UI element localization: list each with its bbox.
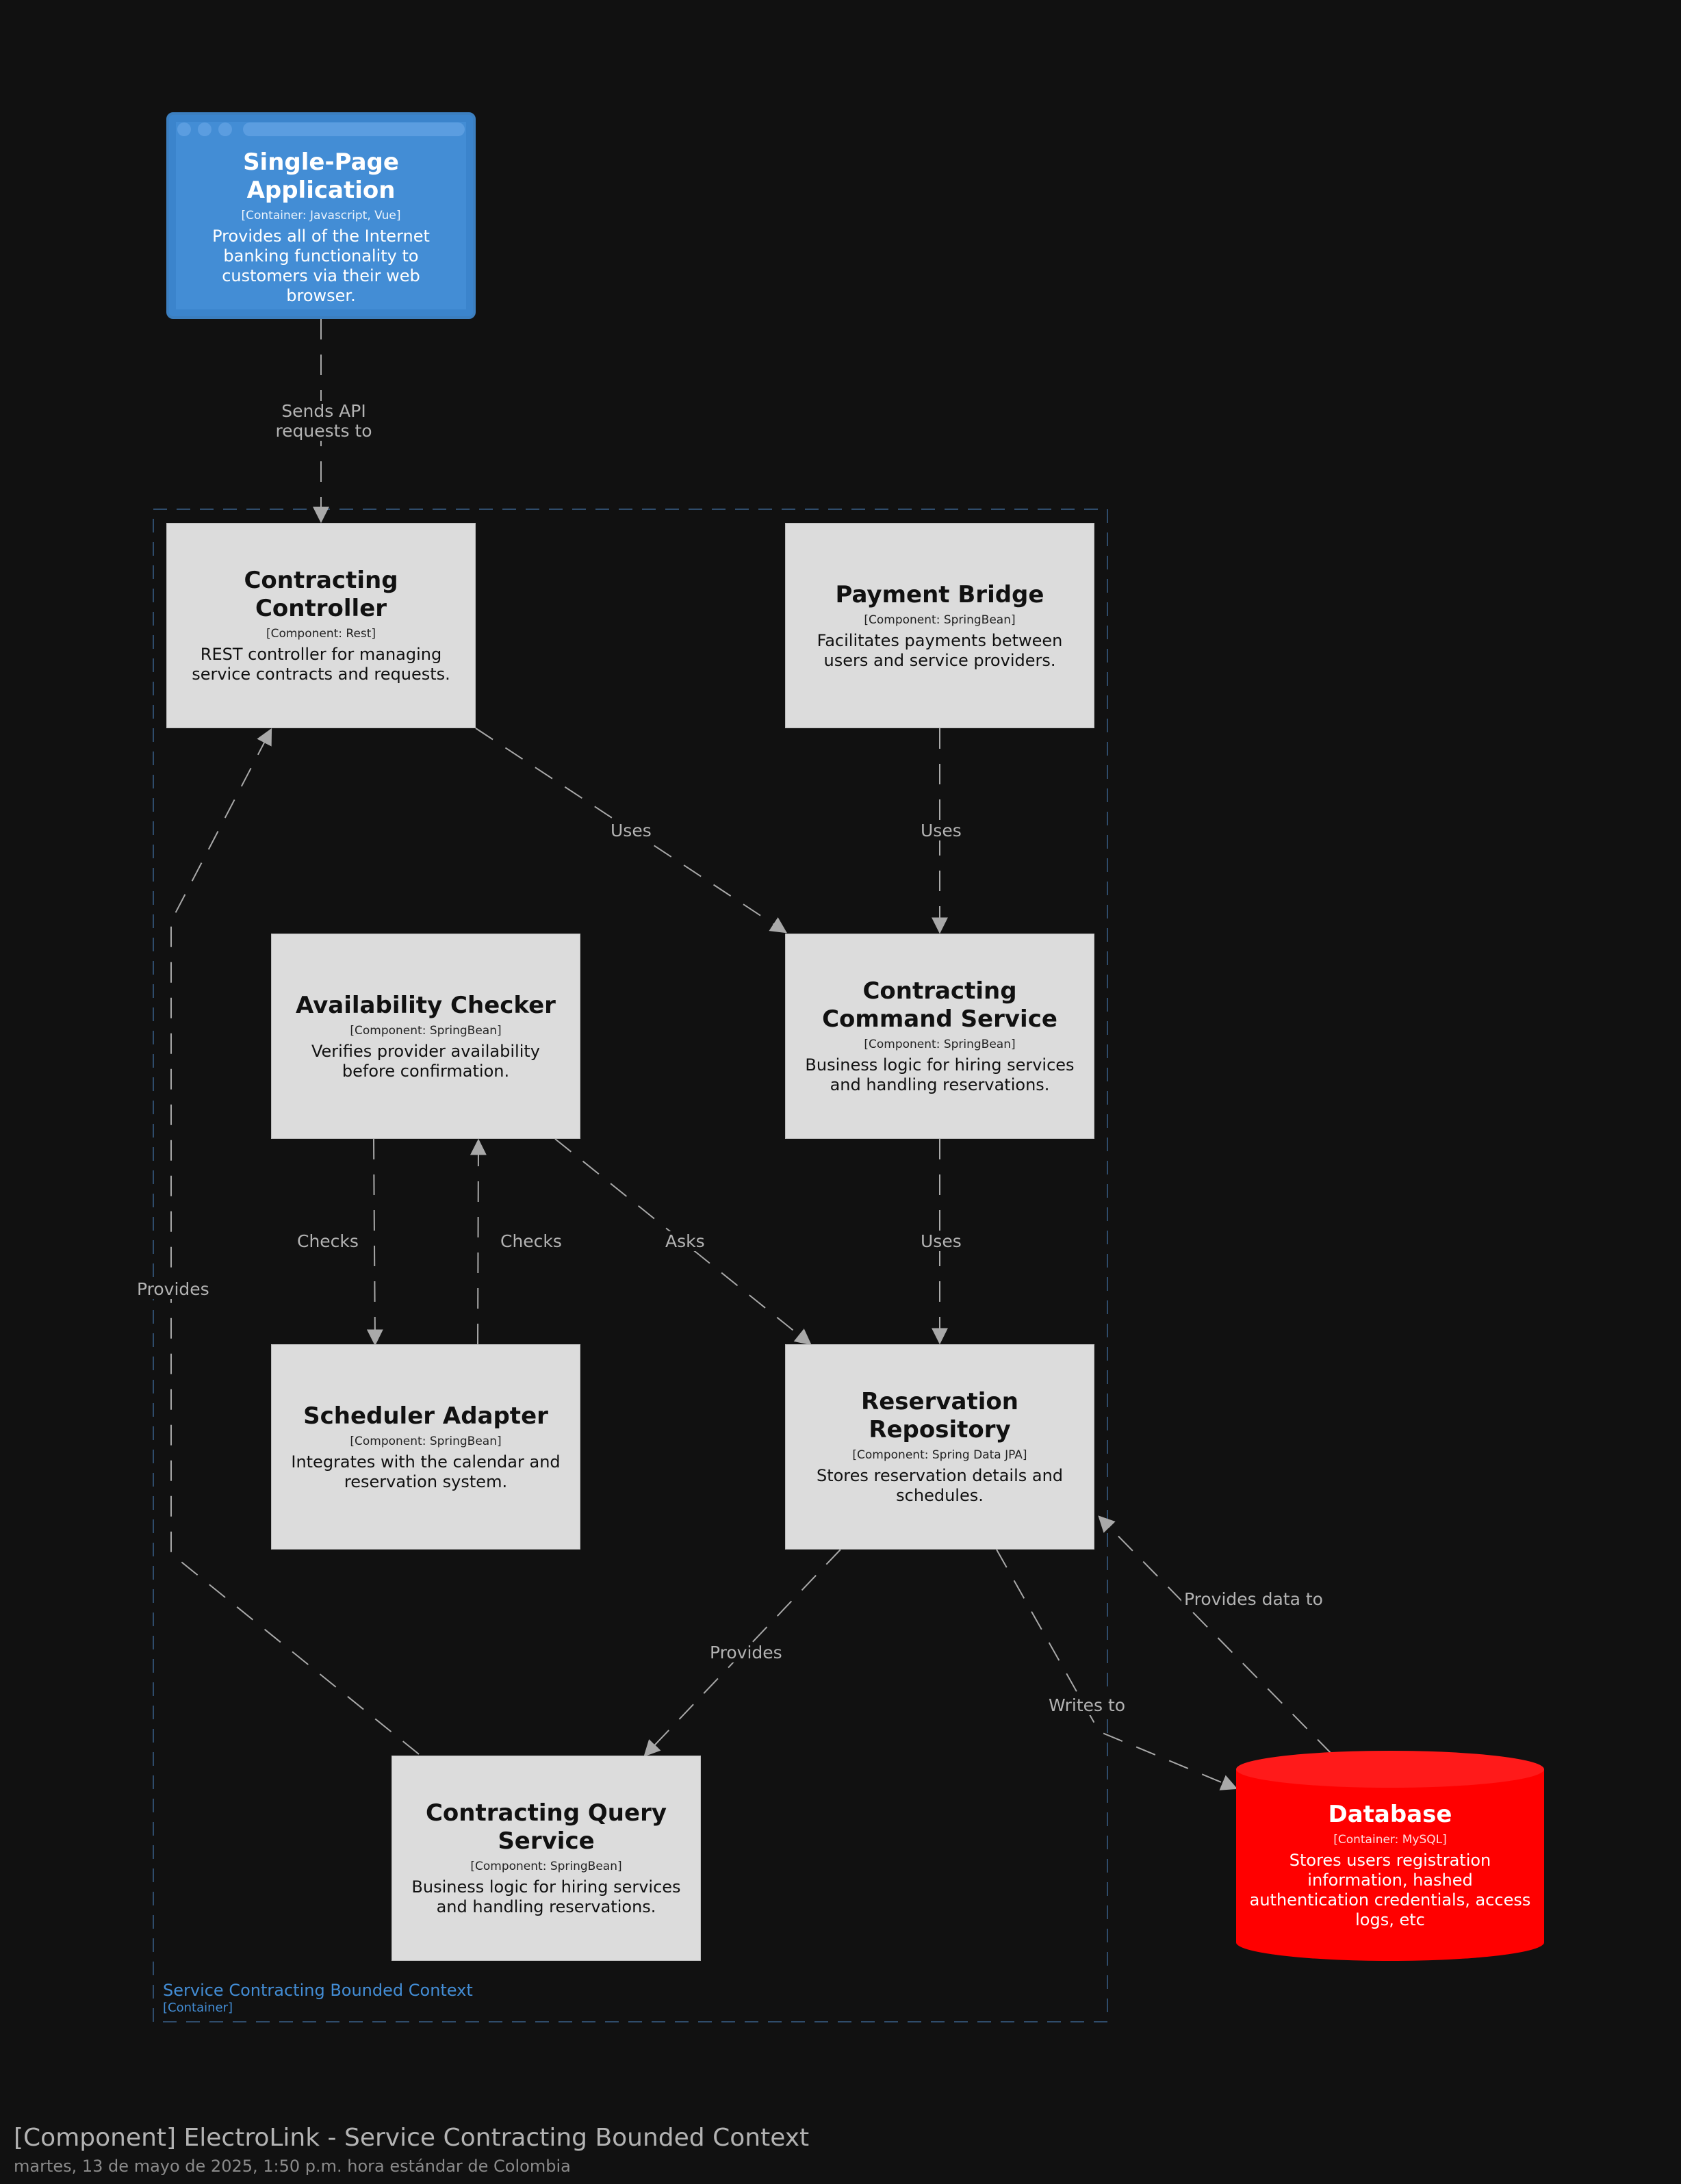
scheduler-adapter-box[interactable]: Scheduler Adapter [Component: SpringBean… bbox=[271, 1344, 580, 1550]
edge-label-command-uses: Uses bbox=[918, 1231, 964, 1251]
edge-label-provides-query: Provides bbox=[707, 1643, 785, 1662]
edge-provides-controller bbox=[170, 728, 420, 1755]
payment-bridge-box[interactable]: Payment Bridge [Component: SpringBean] F… bbox=[785, 523, 1094, 728]
repository-tech: [Component: Spring Data JPA] bbox=[852, 1448, 1027, 1462]
controller-title: Contracting Controller bbox=[244, 567, 398, 622]
availability-title: Availability Checker bbox=[296, 991, 556, 1019]
scheduler-tech: [Component: SpringBean] bbox=[350, 1434, 502, 1448]
contracting-query-service-box[interactable]: Contracting Query Service [Component: Sp… bbox=[392, 1756, 701, 1961]
edge-label-provides-data: Provides data to bbox=[1181, 1589, 1326, 1609]
boundary-label: Service Contracting Bounded Context [Con… bbox=[163, 1980, 473, 2016]
spa-desc: Provides all of the Internet banking fun… bbox=[212, 227, 430, 305]
spa-tech: [Container: Javascript, Vue] bbox=[241, 209, 401, 222]
edge-label-checks-down: Checks bbox=[294, 1231, 361, 1251]
query-desc: Business logic for hiring services and h… bbox=[411, 1877, 681, 1916]
controller-desc: REST controller for managing service con… bbox=[192, 645, 450, 684]
edge-provides-data bbox=[1098, 1515, 1333, 1755]
payment-tech: [Component: SpringBean] bbox=[864, 613, 1016, 627]
window-dot-icon bbox=[177, 123, 191, 136]
spa-title: Single-Page Application bbox=[243, 149, 399, 204]
payment-title: Payment Bridge bbox=[835, 580, 1044, 608]
reservation-repository-box[interactable]: Reservation Repository [Component: Sprin… bbox=[785, 1344, 1094, 1550]
boundary-tech: [Container] bbox=[163, 2001, 233, 2015]
browser-bar bbox=[177, 122, 465, 137]
edge-label-checks-up: Checks bbox=[498, 1231, 565, 1251]
boundary-title: Service Contracting Bounded Context bbox=[163, 1981, 473, 2000]
query-tech: [Component: SpringBean] bbox=[470, 1860, 622, 1873]
edge-label-provides-controller: Provides bbox=[134, 1279, 212, 1299]
database-label: Database [Container: MySQL] Stores users… bbox=[1236, 1797, 1544, 1934]
database-cylinder[interactable] bbox=[1236, 1751, 1544, 1961]
spa-container[interactable]: Single-Page Application [Container: Java… bbox=[166, 112, 476, 319]
diagram-date: martes, 13 de mayo de 2025, 1:50 p.m. ho… bbox=[14, 2157, 571, 2176]
scheduler-title: Scheduler Adapter bbox=[303, 1402, 548, 1430]
diagram-title: [Component] ElectroLink - Service Contra… bbox=[14, 2124, 810, 2152]
query-title: Contracting Query Service bbox=[425, 1799, 667, 1855]
edge-label-sends-api: Sends API requests to bbox=[270, 401, 378, 441]
payment-desc: Facilitates payments between users and s… bbox=[817, 630, 1063, 670]
edge-label-controller-uses: Uses bbox=[608, 821, 654, 840]
edge-label-payment-uses: Uses bbox=[918, 821, 964, 840]
address-bar bbox=[243, 123, 465, 136]
repository-desc: Stores reservation details and schedules… bbox=[816, 1466, 1064, 1505]
edge-label-asks: Asks bbox=[663, 1231, 708, 1251]
command-tech: [Component: SpringBean] bbox=[864, 1038, 1016, 1051]
availability-tech: [Component: SpringBean] bbox=[350, 1023, 502, 1038]
command-desc: Business logic for hiring services and h… bbox=[805, 1055, 1075, 1094]
repository-title: Reservation Repository bbox=[861, 1388, 1018, 1443]
edge-provides-query bbox=[643, 1549, 841, 1757]
window-dot-icon bbox=[218, 123, 232, 136]
database-tech: [Container: MySQL] bbox=[1333, 1832, 1447, 1847]
availability-desc: Verifies provider availability before co… bbox=[311, 1041, 540, 1081]
contracting-controller-box[interactable]: Contracting Controller [Component: Rest]… bbox=[166, 523, 476, 728]
database-desc: Stores users registration information, h… bbox=[1249, 1850, 1531, 1929]
contracting-command-service-box[interactable]: Contracting Command Service [Component: … bbox=[785, 934, 1094, 1139]
controller-tech: [Component: Rest] bbox=[266, 627, 376, 641]
window-dot-icon bbox=[198, 123, 211, 136]
edge-label-writes-to: Writes to bbox=[1046, 1695, 1129, 1715]
availability-checker-box[interactable]: Availability Checker [Component: SpringB… bbox=[271, 934, 580, 1139]
edge-checks-down bbox=[366, 1138, 383, 1346]
command-title: Contracting Command Service bbox=[822, 977, 1057, 1033]
bounded-context-boundary bbox=[153, 509, 1108, 2022]
scheduler-desc: Integrates with the calendar and reserva… bbox=[291, 1452, 561, 1491]
edge-writes-to bbox=[996, 1549, 1238, 1790]
edge-asks bbox=[554, 1138, 812, 1346]
database-title: Database bbox=[1328, 1800, 1452, 1828]
